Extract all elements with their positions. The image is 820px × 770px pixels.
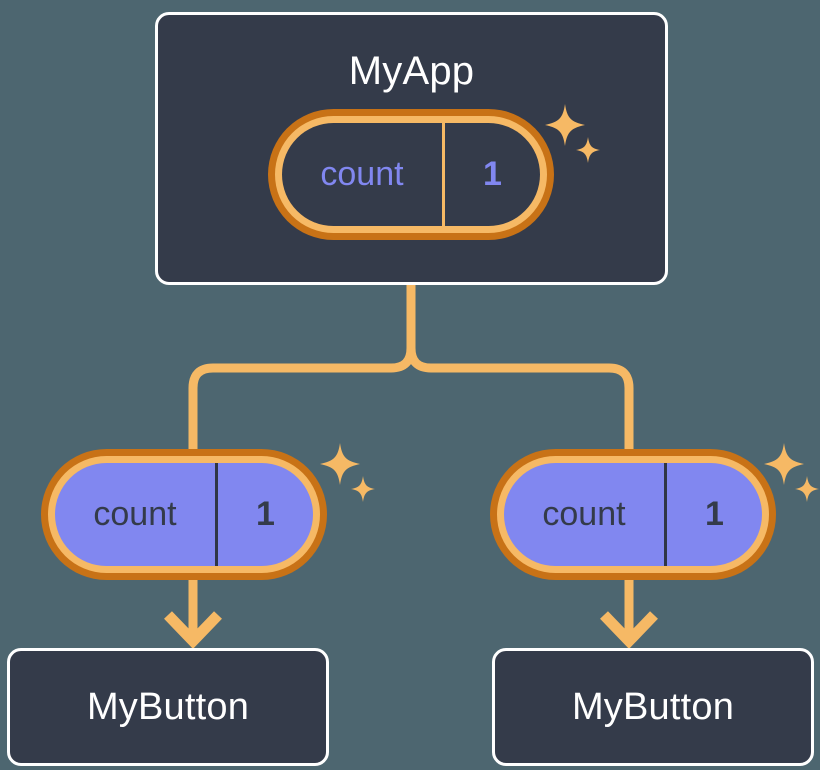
state-key-label: count xyxy=(93,495,177,533)
mybutton-title: MyButton xyxy=(571,685,735,728)
branch-right-line xyxy=(406,347,634,455)
state-pill-body: count 1 xyxy=(55,463,313,566)
mybutton-left-box[interactable]: MyButton xyxy=(7,648,329,766)
state-pill-inner-ring: count 1 xyxy=(497,456,769,573)
state-pill-inner-ring: count 1 xyxy=(275,116,547,233)
state-pill-child-right[interactable]: count 1 xyxy=(490,449,776,580)
state-pill-body: count 1 xyxy=(282,123,540,226)
state-key-label: count xyxy=(320,155,404,193)
state-value-label: 1 xyxy=(441,123,540,226)
sparkle-icon xyxy=(320,443,375,502)
state-pill-inner-ring: count 1 xyxy=(48,456,320,573)
state-key-label: count xyxy=(542,495,626,533)
myapp-title: MyApp xyxy=(348,49,475,93)
state-value-label: 1 xyxy=(663,463,762,566)
branch-left-line xyxy=(188,347,416,455)
state-value-label: 1 xyxy=(214,463,313,566)
state-pill-child-left[interactable]: count 1 xyxy=(41,449,327,580)
state-pill-myapp[interactable]: count 1 xyxy=(268,109,554,240)
state-pill-body: count 1 xyxy=(504,463,762,566)
arrow-left-head xyxy=(164,611,222,649)
mybutton-right-box[interactable]: MyButton xyxy=(492,648,814,766)
mybutton-title: MyButton xyxy=(86,685,250,728)
arrow-right-head xyxy=(600,611,658,649)
